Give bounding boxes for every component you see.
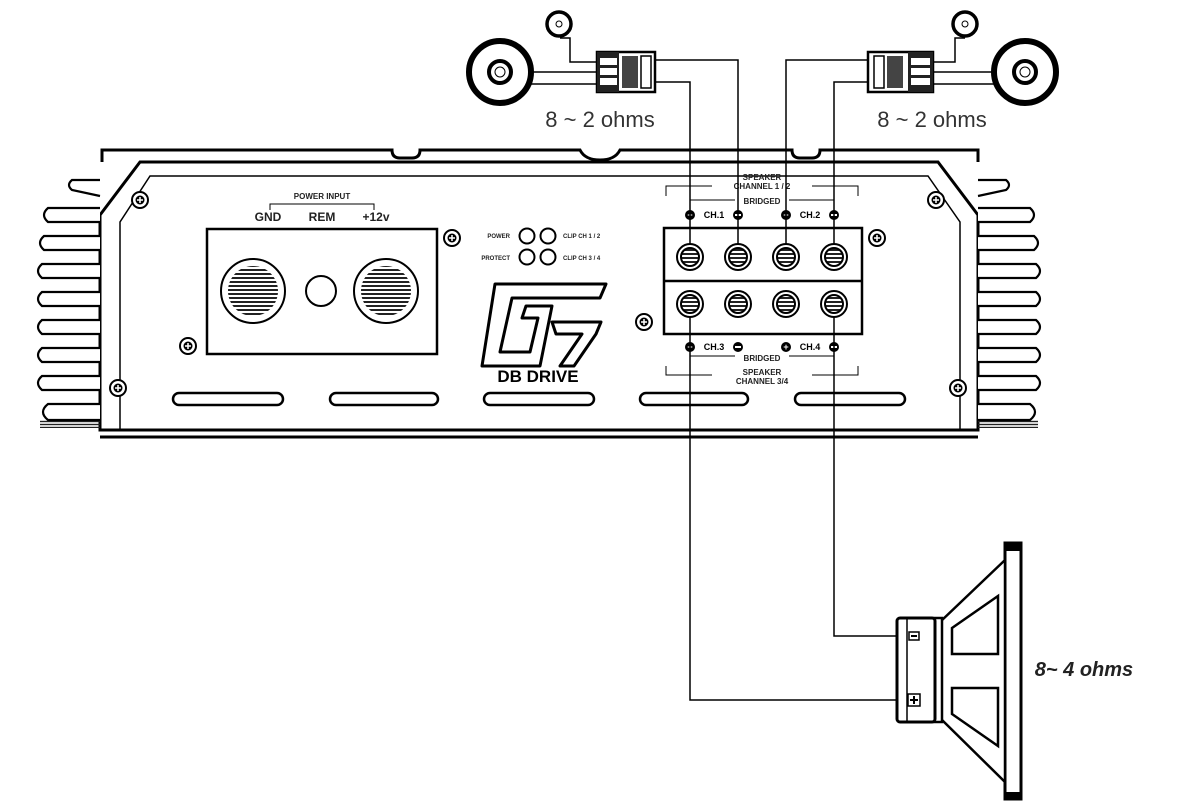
left-impedance-label: 8 ~ 2 ohms <box>545 107 654 132</box>
left-heatsink-fins <box>36 178 101 422</box>
right-tweeter-icon <box>951 10 979 38</box>
led-indicators: POWER PROTECT CLIP CH 1 / 2 CLIP CH 3 / … <box>481 227 601 266</box>
terminal-ch2-minus[interactable] <box>820 243 848 271</box>
svg-text:+: + <box>783 342 788 352</box>
terminal-ch1-minus[interactable] <box>724 243 752 271</box>
amp-body-inner <box>119 175 961 430</box>
screw-icon <box>443 229 461 247</box>
right-impedance-label: 8 ~ 2 ohms <box>877 107 986 132</box>
ch1-label: CH.1 <box>704 210 725 220</box>
right-woofer-icon <box>991 38 1059 106</box>
top-speaker-label: SPEAKER <box>743 173 782 182</box>
bottom-speaker-label: SPEAKER <box>743 368 782 377</box>
right-crossover-icon <box>866 50 935 94</box>
plus-icon <box>907 693 921 707</box>
clip12-label: CLIP CH 1 / 2 <box>563 234 601 240</box>
top-channel-label: CHANNEL 1 / 2 <box>734 182 791 191</box>
right-tweeter-set: 8 ~ 2 ohms <box>866 10 1059 132</box>
ch3-label: CH.3 <box>704 342 725 352</box>
protect-led-icon <box>518 248 536 266</box>
ch2-label: CH.2 <box>800 210 821 220</box>
bottom-channel-label: CHANNEL 3/4 <box>736 377 789 386</box>
left-woofer-icon <box>466 38 534 106</box>
terminal-ch1-plus[interactable] <box>676 243 704 271</box>
power-led-icon <box>518 227 536 245</box>
clip34-led-icon <box>539 248 557 266</box>
top-bridged-label: BRIDGED <box>744 197 781 206</box>
power-led-label: POWER <box>487 234 510 240</box>
left-tweeter-set: 8 ~ 2 ohms <box>466 10 657 132</box>
screw-icon <box>949 379 967 397</box>
clip12-led-icon <box>539 227 557 245</box>
screw-icon <box>927 191 945 209</box>
brand-logo-text: DB DRIVE <box>497 367 578 386</box>
screw-icon <box>109 379 127 397</box>
gnd-label: GND <box>255 210 282 224</box>
amplifier: POWER INPUT GND REM +12v POWER PROTECT C… <box>36 148 1042 439</box>
plus12-label: +12v <box>362 210 389 224</box>
right-heatsink-fins <box>977 178 1042 422</box>
bottom-bridged-label: BRIDGED <box>744 354 781 363</box>
amp-heatsink-outline <box>100 148 980 162</box>
power-input-title: POWER INPUT <box>294 192 351 201</box>
rem-terminal[interactable] <box>305 275 337 307</box>
rem-label: REM <box>309 210 336 224</box>
protect-led-label: PROTECT <box>481 256 510 262</box>
subwoofer-icon <box>895 541 1023 801</box>
vent-slots <box>171 391 907 407</box>
clip34-label: CLIP CH 3 / 4 <box>563 256 601 262</box>
terminal-ch2-plus[interactable] <box>772 243 800 271</box>
screw-icon <box>131 191 149 209</box>
screw-icon <box>179 337 197 355</box>
left-tweeter-icon <box>545 10 573 38</box>
ch4-label: CH.4 <box>800 342 821 352</box>
terminal-ch4-minus[interactable] <box>820 290 848 318</box>
terminal-ch3-plus[interactable] <box>676 290 704 318</box>
power-input-block: POWER INPUT GND REM +12v <box>205 192 439 356</box>
g7-logo: DB DRIVE <box>480 282 608 386</box>
left-crossover-icon <box>595 50 657 94</box>
screw-icon <box>635 313 653 331</box>
screw-icon <box>868 229 886 247</box>
terminal-ch4-plus[interactable] <box>772 290 800 318</box>
terminal-ch3-minus[interactable] <box>724 290 752 318</box>
subwoofer-impedance-label: 8~ 4 ohms <box>1035 659 1133 681</box>
